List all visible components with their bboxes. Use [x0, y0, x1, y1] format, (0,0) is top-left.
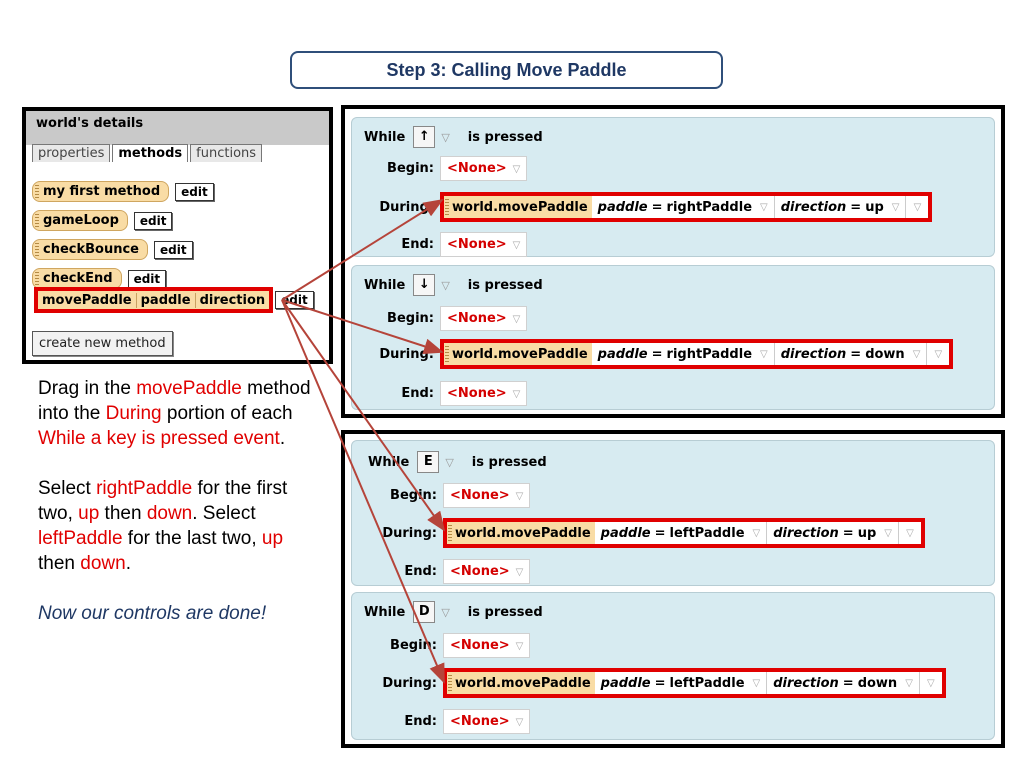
- direction-arg[interactable]: direction=up▽: [767, 522, 899, 544]
- chevron-down-icon[interactable]: ▽: [906, 527, 914, 539]
- instruction-paragraph-3: Now our controls are done!: [38, 603, 267, 624]
- method-call-name: world.movePaddle: [444, 196, 592, 218]
- method-tile[interactable]: checkEnd: [32, 268, 122, 289]
- move-paddle-call[interactable]: world.movePaddle paddle=rightPaddle▽ dir…: [440, 192, 933, 222]
- world-details-panel: world's details properties methods funct…: [22, 107, 333, 364]
- method-row: my first method edit: [32, 177, 214, 206]
- move-paddle-call[interactable]: world.movePaddle paddle=leftPaddle▽ dire…: [443, 668, 946, 698]
- details-tabs: properties methods functions: [32, 144, 263, 162]
- move-paddle-row: movePaddle paddle direction edit: [34, 287, 314, 313]
- begin-row: Begin: <None>▽: [355, 633, 531, 658]
- method-row: gameLoop edit: [32, 206, 214, 235]
- tab-methods[interactable]: methods: [112, 144, 189, 162]
- edit-button[interactable]: edit: [133, 211, 173, 230]
- method-name: movePaddle: [42, 292, 132, 308]
- events-panel-bottom: While E ▽ is pressed Begin: <None>▽ Duri…: [341, 430, 1005, 748]
- end-slot[interactable]: <None>▽: [443, 559, 531, 584]
- key-selector[interactable]: ↓: [413, 274, 436, 296]
- method-tile[interactable]: my first method: [32, 181, 170, 202]
- chevron-down-icon[interactable]: ▽: [445, 455, 454, 469]
- begin-row: Begin: <None>▽: [355, 483, 531, 508]
- events-panel-top: While ↑ ▽ is pressed Begin: <None>▽ Duri…: [341, 105, 1005, 418]
- end-row: End: <None>▽: [352, 381, 528, 406]
- begin-slot[interactable]: <None>▽: [443, 633, 531, 658]
- paddle-arg[interactable]: paddle=leftPaddle▽: [595, 522, 768, 544]
- end-row: End: <None>▽: [355, 709, 531, 734]
- move-paddle-call[interactable]: world.movePaddle paddle=rightPaddle▽ dir…: [440, 339, 954, 369]
- method-row: checkEnd edit: [32, 264, 214, 293]
- direction-arg[interactable]: direction=down▽: [767, 672, 920, 694]
- event-header: While ↓ ▽ is pressed: [364, 274, 543, 296]
- edit-button[interactable]: edit: [175, 182, 214, 201]
- end-slot[interactable]: <None>▽: [440, 232, 528, 257]
- create-new-method-button[interactable]: create new method: [32, 331, 173, 356]
- edit-button[interactable]: edit: [127, 269, 167, 288]
- begin-slot[interactable]: <None>▽: [443, 483, 531, 508]
- paddle-arg[interactable]: paddle=leftPaddle▽: [595, 672, 768, 694]
- slide-title: Step 3: Calling Move Paddle: [290, 51, 723, 89]
- key-selector[interactable]: D: [413, 601, 436, 623]
- end-row: End: <None>▽: [355, 559, 531, 584]
- begin-slot[interactable]: <None>▽: [440, 306, 528, 331]
- end-slot[interactable]: <None>▽: [443, 709, 531, 734]
- chevron-down-icon[interactable]: ▽: [927, 677, 935, 689]
- while-key-pressed-event[interactable]: While ↑ ▽ is pressed Begin: <None>▽ Duri…: [351, 117, 995, 257]
- move-paddle-call[interactable]: world.movePaddle paddle=leftPaddle▽ dire…: [443, 518, 925, 548]
- during-row: During: world.movePaddle paddle=rightPad…: [352, 339, 954, 369]
- chevron-down-icon[interactable]: ▽: [441, 278, 450, 292]
- while-key-pressed-event[interactable]: While ↓ ▽ is pressed Begin: <None>▽ Duri…: [351, 265, 995, 410]
- chevron-down-icon[interactable]: ▽: [441, 130, 450, 144]
- move-paddle-method-tile[interactable]: movePaddle paddle direction: [34, 287, 274, 313]
- method-call-name: world.movePaddle: [447, 672, 595, 694]
- method-tile[interactable]: gameLoop: [32, 210, 128, 231]
- begin-row: Begin: <None>▽: [352, 306, 528, 331]
- during-row: During: world.movePaddle paddle=leftPadd…: [355, 668, 946, 698]
- paddle-arg[interactable]: paddle=rightPaddle▽: [592, 196, 775, 218]
- chevron-down-icon[interactable]: ▽: [441, 605, 450, 619]
- begin-row: Begin: <None>▽: [352, 156, 528, 181]
- begin-slot[interactable]: <None>▽: [440, 156, 528, 181]
- method-row: checkBounce edit: [32, 235, 214, 264]
- tab-properties[interactable]: properties: [32, 144, 111, 162]
- method-tile[interactable]: checkBounce: [32, 239, 149, 260]
- method-call-name: world.movePaddle: [447, 522, 595, 544]
- method-call-name: world.movePaddle: [444, 343, 592, 365]
- direction-arg[interactable]: direction=up▽: [775, 196, 907, 218]
- end-row: End: <None>▽: [352, 232, 528, 257]
- instruction-paragraph-2: Select rightPaddle for the first two, up…: [38, 478, 288, 574]
- during-row: During: world.movePaddle paddle=leftPadd…: [355, 518, 925, 548]
- param-paddle: paddle: [135, 292, 195, 308]
- event-header: While ↑ ▽ is pressed: [364, 126, 543, 148]
- event-header: While E ▽ is pressed: [368, 451, 547, 473]
- instructions: Drag in the movePaddle method into the D…: [38, 376, 318, 651]
- edit-button[interactable]: edit: [275, 291, 314, 309]
- key-selector[interactable]: E: [417, 451, 440, 473]
- key-selector[interactable]: ↑: [413, 126, 436, 148]
- edit-button[interactable]: edit: [154, 240, 193, 259]
- paddle-arg[interactable]: paddle=rightPaddle▽: [592, 343, 775, 365]
- tab-functions[interactable]: functions: [190, 144, 263, 162]
- param-direction: direction: [194, 292, 270, 308]
- during-row: During: world.movePaddle paddle=rightPad…: [352, 192, 933, 222]
- method-list: my first method edit gameLoop edit check…: [32, 177, 214, 293]
- while-key-pressed-event[interactable]: While E ▽ is pressed Begin: <None>▽ Duri…: [351, 440, 995, 586]
- end-slot[interactable]: <None>▽: [440, 381, 528, 406]
- chevron-down-icon[interactable]: ▽: [913, 201, 922, 213]
- panel-header: world's details: [26, 111, 329, 145]
- direction-arg[interactable]: direction=down▽: [775, 343, 928, 365]
- instruction-paragraph-1: Drag in the movePaddle method into the D…: [38, 378, 311, 449]
- event-header: While D ▽ is pressed: [364, 601, 543, 623]
- chevron-down-icon[interactable]: ▽: [934, 348, 943, 360]
- while-key-pressed-event[interactable]: While D ▽ is pressed Begin: <None>▽ Duri…: [351, 592, 995, 740]
